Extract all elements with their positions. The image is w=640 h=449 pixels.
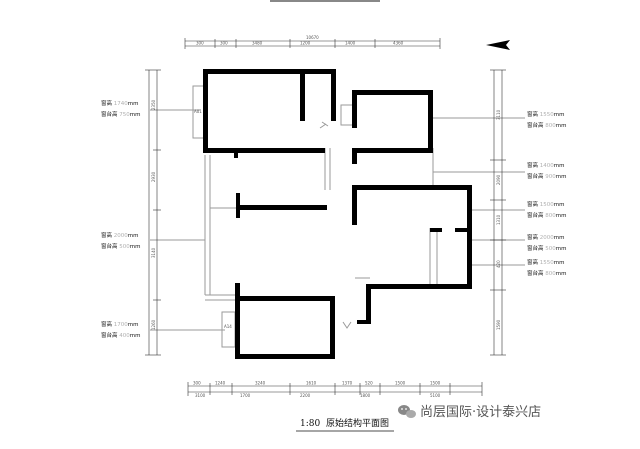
right-window-label-1: 窗高 1550mm 窗台高 800mm	[527, 110, 566, 129]
entrance-arrow-icon	[342, 321, 352, 329]
right-window-label-2: 窗高 1400mm 窗台高 900mm	[527, 161, 566, 180]
watermark-text: 尚层国际·设计泰兴店	[420, 405, 541, 420]
wechat-icon	[398, 405, 416, 418]
bottom-dimensions: 300 1240 3240 1610 1370 520 1500 1500 31…	[187, 381, 483, 398]
bottom-dim: 3100	[195, 393, 206, 398]
svg-text:窗台高 500mm: 窗台高 500mm	[527, 244, 566, 252]
right-dim: 2090	[496, 174, 501, 185]
right-dim: 3110	[496, 109, 501, 120]
drawing-title: 原始结构平面图	[326, 417, 389, 429]
left-dim: 3140	[151, 247, 156, 258]
right-window-label-3: 窗高 1500mm 窗台高 800mm	[527, 200, 566, 219]
svg-text:窗台高 900mm: 窗台高 900mm	[527, 172, 566, 180]
svg-text:窗台高 750mm: 窗台高 750mm	[101, 110, 140, 118]
left-dim: 2350	[151, 99, 156, 110]
north-arrow-icon	[486, 40, 510, 50]
top-dim: 300	[220, 41, 228, 46]
svg-text:窗高 1740mm: 窗高 1740mm	[101, 99, 138, 107]
header-remnant	[270, 0, 380, 2]
svg-text:窗高 1550mm: 窗高 1550mm	[527, 110, 564, 118]
svg-text:窗台高 500mm: 窗台高 500mm	[101, 242, 140, 250]
top-dim: 3480	[252, 41, 263, 46]
top-total-dim: 10670	[306, 35, 319, 40]
svg-text:窗台高 800mm: 窗台高 800mm	[527, 211, 566, 219]
svg-text:窗台高 800mm: 窗台高 800mm	[527, 121, 566, 129]
top-dimensions: 10670 300 300 3480 1200 1400 4360	[184, 35, 441, 49]
svg-text:窗高 1550mm: 窗高 1550mm	[527, 258, 564, 266]
right-dimensions: 3110 2090 1310 420 1590	[490, 69, 506, 356]
right-dim: 1590	[496, 319, 501, 330]
room-tag: A14	[224, 324, 232, 329]
left-dim: 1260	[151, 319, 156, 330]
bottom-dim: 1500	[430, 381, 441, 386]
top-dim: 1200	[300, 41, 311, 46]
svg-text:窗高 2000mm: 窗高 2000mm	[101, 231, 138, 239]
room-tag: A01	[194, 109, 202, 114]
bottom-dim: 1500	[395, 381, 406, 386]
bottom-dim: 1800	[360, 393, 371, 398]
svg-text:窗台高 800mm: 窗台高 800mm	[527, 269, 566, 277]
bottom-dim: 1610	[306, 381, 317, 386]
drawing-scale: 1:80	[300, 419, 320, 429]
svg-text:窗高 1700mm: 窗高 1700mm	[101, 320, 138, 328]
right-dim: 420	[496, 260, 501, 268]
right-window-label-4: 窗高 2000mm 窗台高 500mm	[527, 233, 566, 252]
bottom-dim: 1370	[342, 381, 353, 386]
right-dim: 1310	[496, 214, 501, 225]
thin-walls	[192, 85, 438, 348]
bottom-dim: 5100	[430, 393, 441, 398]
svg-text:窗台高 400mm: 窗台高 400mm	[101, 331, 140, 339]
leader-lines	[150, 109, 525, 331]
bottom-dim: 1700	[240, 393, 251, 398]
left-dimensions: 2350 2930 3140 1260	[145, 69, 161, 356]
top-dim: 300	[196, 41, 204, 46]
svg-text:窗高 2000mm: 窗高 2000mm	[527, 233, 564, 241]
left-window-label-2: 窗高 2000mm 窗台高 500mm	[101, 231, 140, 250]
left-window-label-1: 窗高 1740mm 窗台高 750mm	[101, 99, 140, 118]
left-window-label-3: 窗高 1700mm 窗台高 400mm	[101, 320, 140, 339]
left-dim: 2930	[151, 171, 156, 182]
structural-walls	[203, 69, 472, 359]
bottom-dim: 1240	[215, 381, 226, 386]
top-dim: 4360	[393, 41, 404, 46]
bottom-dim: 520	[365, 381, 373, 386]
svg-text:窗高 1400mm: 窗高 1400mm	[527, 161, 564, 169]
svg-text:窗高 1500mm: 窗高 1500mm	[527, 200, 564, 208]
bottom-dim: 300	[193, 381, 201, 386]
top-dim: 1400	[345, 41, 356, 46]
right-window-label-5: 窗高 1550mm 窗台高 800mm	[527, 258, 566, 277]
bottom-dim: 3240	[255, 381, 266, 386]
bottom-dim: 2200	[300, 393, 311, 398]
watermark: 尚层国际·设计泰兴店	[398, 405, 541, 420]
